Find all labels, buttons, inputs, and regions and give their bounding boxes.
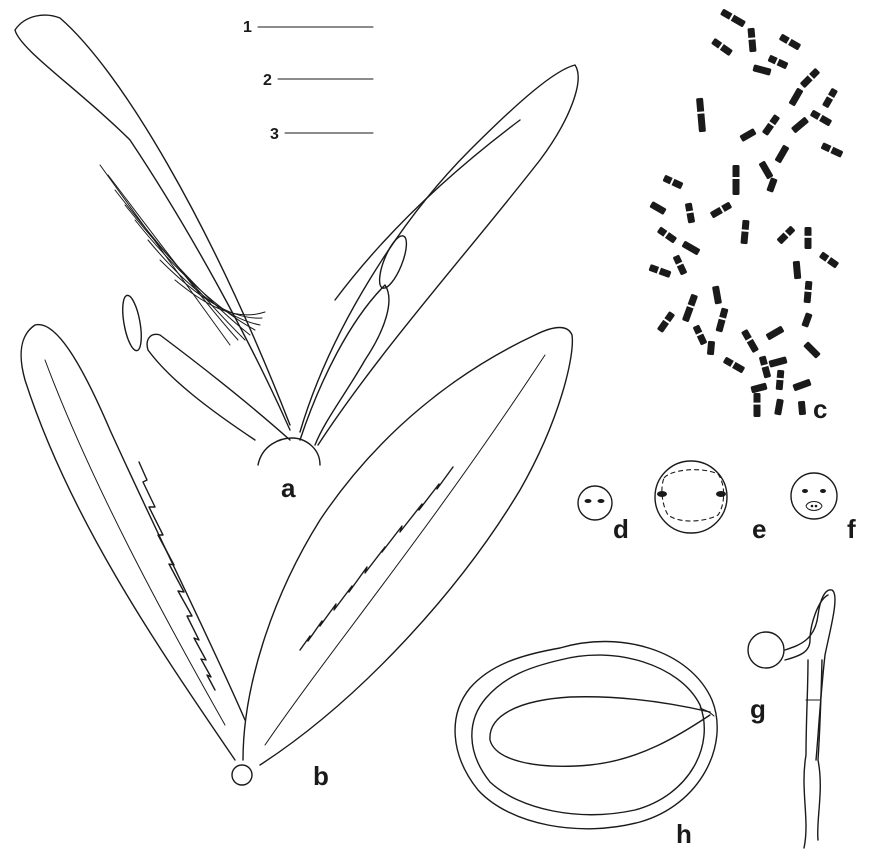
label-d: d (613, 514, 629, 544)
pore-dot-1 (811, 505, 814, 508)
pollen-wall (655, 461, 727, 533)
chromosome (741, 329, 759, 353)
chromosome (762, 114, 780, 136)
rachilla-base (232, 765, 252, 785)
scale-bar-1-label: 1 (243, 19, 252, 36)
pollen-f-nucleus-right (820, 489, 826, 493)
pollen-f-nucleus-left (802, 489, 808, 493)
scale-bar-2-label: 2 (263, 72, 272, 89)
embryo (490, 697, 710, 767)
label-g: g (750, 694, 766, 724)
chromosome (766, 177, 777, 193)
chromosome (649, 201, 666, 215)
pollen-tube-inner (785, 595, 828, 660)
pollen-f-wall (791, 473, 837, 519)
chromosome (740, 220, 749, 245)
pore-dot-2 (815, 505, 818, 508)
palea-inner-line (335, 120, 520, 300)
glume-right-keel (300, 467, 453, 650)
chromosome (754, 393, 761, 417)
glume-right-inner (265, 355, 545, 745)
scale-bar-3-label: 3 (270, 126, 279, 143)
figure-d-microspore (578, 486, 612, 520)
figure-a-floret (15, 15, 578, 465)
pollen-inner-membrane (662, 470, 724, 521)
microspore-nucleus-right (598, 499, 605, 503)
chromosome (793, 261, 802, 280)
chromosome (720, 8, 746, 27)
figure-h-caryopsis (455, 641, 717, 828)
chromosome (774, 399, 784, 416)
chromosome (710, 201, 733, 218)
chromosome (821, 142, 844, 158)
label-f: f (847, 514, 856, 544)
chromosome (758, 160, 773, 179)
chromosome (750, 383, 767, 394)
pollen-nucleus-right (716, 491, 726, 497)
pollen-grain-g (748, 632, 784, 668)
chromosome (712, 286, 722, 305)
chromosome (711, 38, 733, 56)
figure-c-chromosomes (648, 8, 843, 417)
centromere (732, 177, 741, 179)
pollen-nucleus-left (657, 491, 667, 497)
figure-e-pollen (655, 461, 727, 533)
chromosome (768, 356, 787, 367)
glume-left-keel (139, 462, 215, 690)
chromosome (707, 341, 715, 356)
scale-bars: 1 2 3 (243, 19, 373, 143)
centromere (753, 403, 762, 405)
lemma-outline (15, 15, 290, 430)
chromosome (798, 401, 806, 416)
chromosome (752, 64, 771, 75)
chromosome (803, 341, 821, 359)
seed-coat-inner (472, 655, 704, 815)
label-e: e (752, 514, 766, 544)
chromosome (657, 311, 675, 333)
label-c: c (813, 394, 827, 424)
chromosome (779, 33, 802, 50)
chromosome (800, 68, 821, 89)
chromosome (681, 240, 700, 255)
chromosome (792, 379, 811, 392)
chromosome (723, 356, 746, 373)
pollen-f-pore (806, 502, 822, 511)
chromosome (747, 28, 756, 53)
glume-left-outline (21, 325, 245, 760)
chromosome (788, 87, 803, 106)
anther-right (374, 233, 412, 292)
anther-left (119, 294, 144, 352)
chromosome (765, 325, 784, 340)
palea-outline (300, 65, 578, 445)
stamen-left-filament (147, 334, 290, 440)
label-a: a (281, 473, 296, 503)
glume-left-inner (45, 360, 225, 725)
chromosome (810, 109, 833, 126)
chromosome (733, 165, 740, 195)
figure-f-pollen (791, 473, 837, 519)
chromosome (648, 264, 671, 278)
glume-right-outline (243, 328, 572, 766)
chromosome (805, 227, 812, 249)
pollen-tube-loop (785, 590, 835, 760)
chromosome (682, 294, 698, 323)
microspore-wall (578, 486, 612, 520)
chromosome (801, 312, 812, 328)
chromosome (774, 144, 789, 163)
label-h: h (676, 819, 692, 849)
label-b: b (313, 761, 329, 791)
centromere (804, 236, 813, 238)
figure-b-glumes (21, 325, 572, 785)
chromosome (696, 98, 706, 132)
microspore-nucleus-left (585, 499, 592, 503)
chromosome (791, 117, 809, 134)
lodicule-base (258, 438, 320, 465)
chromosome (739, 128, 756, 142)
pollen-tube-stalk (804, 660, 822, 848)
